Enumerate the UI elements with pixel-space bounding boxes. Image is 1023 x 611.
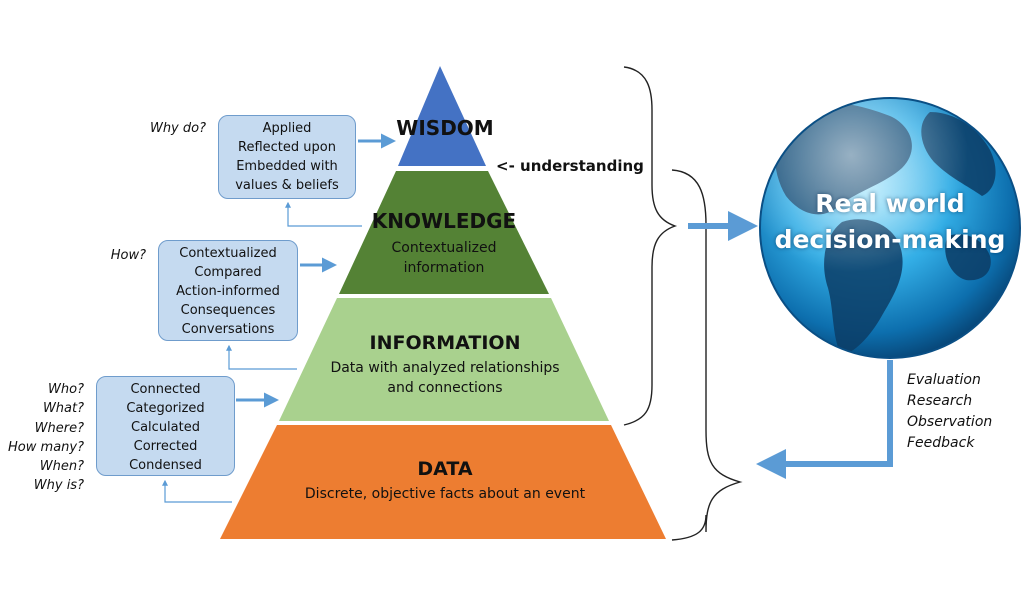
information-description: Data with analyzed relationships and con… bbox=[310, 358, 580, 398]
box-line: Action-informed bbox=[176, 284, 280, 299]
box-line: Corrected bbox=[133, 439, 198, 454]
information-description-line-1: Data with analyzed relationships bbox=[330, 360, 560, 376]
feedback-list: Evaluation Research Observation Feedback bbox=[907, 370, 992, 454]
wisdom-question: Why do? bbox=[149, 121, 206, 136]
box-line: Applied bbox=[262, 121, 312, 136]
understanding-label: <- understanding bbox=[496, 157, 644, 175]
wisdom-process-box: Applied Reflected upon Embedded with val… bbox=[218, 115, 356, 199]
pyramid-tier-wisdom bbox=[398, 66, 486, 166]
feedback-item: Feedback bbox=[907, 435, 975, 451]
knowledge-question: How? bbox=[110, 248, 146, 263]
data-question: How many? bbox=[8, 439, 84, 455]
box-line: Reflected upon bbox=[238, 140, 336, 155]
globe-label-line-1: Real world bbox=[815, 189, 965, 218]
box-line: Consequences bbox=[180, 303, 276, 318]
data-process-box: Connected Categorized Calculated Correct… bbox=[96, 376, 235, 476]
feedback-item: Research bbox=[907, 393, 973, 409]
wisdom-title: WISDOM bbox=[396, 116, 494, 140]
feedback-item: Observation bbox=[907, 414, 993, 430]
pyramid-tier-data bbox=[220, 425, 666, 539]
data-question: Where? bbox=[34, 420, 84, 436]
knowledge-process-box: Contextualized Compared Action-informed … bbox=[158, 240, 298, 341]
data-questions: Who? What? Where? How many? When? Why is… bbox=[0, 380, 84, 496]
box-line: values & beliefs bbox=[235, 178, 339, 193]
information-return-line bbox=[226, 344, 297, 370]
data-return-line bbox=[162, 479, 232, 503]
box-line: Condensed bbox=[129, 458, 202, 473]
feedback-loop-arrow bbox=[756, 360, 893, 479]
knowledge-return-line bbox=[285, 201, 362, 227]
globe-label: Real world decision-making bbox=[770, 186, 1010, 258]
box-line: Conversations bbox=[181, 322, 275, 337]
box-line: Embedded with bbox=[236, 159, 338, 174]
knowledge-description-line-2: information bbox=[403, 260, 485, 276]
information-description-line-2: and connections bbox=[387, 380, 503, 396]
data-question: Why is? bbox=[33, 478, 84, 494]
box-line: Categorized bbox=[126, 401, 205, 416]
data-question: What? bbox=[42, 401, 84, 417]
knowledge-title: KNOWLEDGE bbox=[371, 209, 517, 233]
knowledge-description: Contextualized information bbox=[344, 238, 544, 278]
box-line: Calculated bbox=[131, 420, 200, 435]
knowledge-description-line-1: Contextualized bbox=[391, 240, 497, 256]
box-line: Contextualized bbox=[179, 246, 277, 261]
data-question: When? bbox=[39, 459, 84, 475]
feedback-item: Evaluation bbox=[907, 372, 981, 388]
information-title: INFORMATION bbox=[369, 332, 521, 354]
upper-brace bbox=[623, 66, 678, 426]
data-description: Discrete, objective facts about an event bbox=[304, 486, 586, 502]
box-line: Connected bbox=[130, 382, 201, 397]
pyramid-tier-information bbox=[279, 298, 609, 421]
pyramid-tier-knowledge bbox=[339, 171, 549, 294]
globe-label-line-2: decision-making bbox=[774, 225, 1006, 254]
data-title: DATA bbox=[417, 458, 473, 480]
box-line: Compared bbox=[194, 265, 262, 280]
globe-icon bbox=[759, 97, 1021, 359]
data-question: Who? bbox=[48, 382, 84, 397]
lower-brace bbox=[671, 169, 743, 541]
